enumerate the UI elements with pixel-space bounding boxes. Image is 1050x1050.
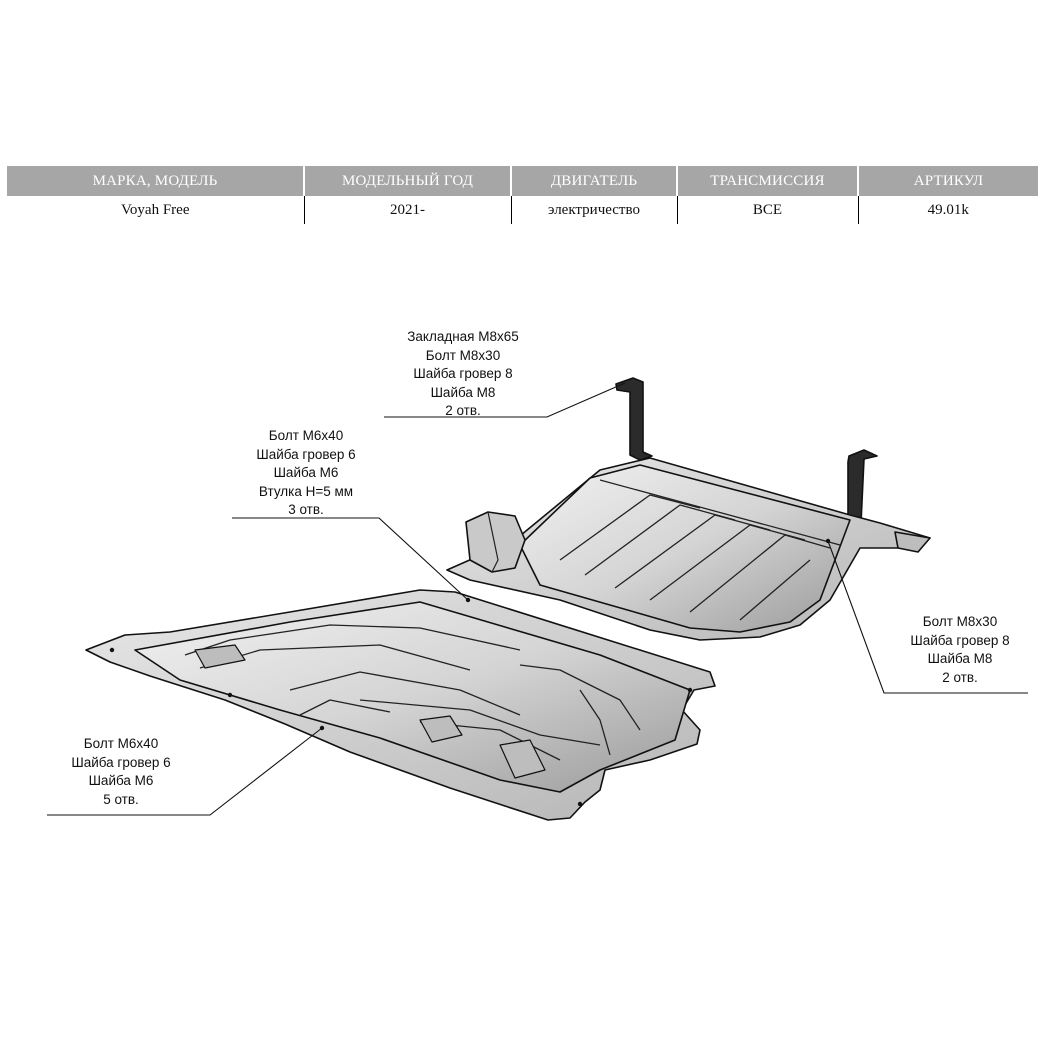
rear-plate-body bbox=[519, 464, 851, 633]
callout-right-line: Шайба гровер 8 bbox=[910, 632, 1010, 648]
spec-table-row: Voyah Free 2021- электричество ВСЕ 49.01… bbox=[7, 196, 1038, 224]
callout-right-line: Болт М8х30 bbox=[922, 614, 998, 629]
rear-bracket-left bbox=[615, 377, 653, 461]
callout-top-line: Закладная М8х65 bbox=[407, 329, 519, 344]
rear-bracket-right bbox=[847, 449, 878, 524]
header-model-year: МОДЕЛЬНЫЙ ГОД bbox=[304, 166, 512, 196]
header-article: АРТИКУЛ bbox=[858, 166, 1038, 196]
spec-table: МАРКА, МОДЕЛЬ МОДЕЛЬНЫЙ ГОД ДВИГАТЕЛЬ ТР… bbox=[7, 166, 1038, 224]
header-brand-model: МАРКА, МОДЕЛЬ bbox=[7, 166, 305, 196]
cell-model-year: 2021- bbox=[304, 196, 512, 224]
callout-leaders bbox=[47, 382, 1028, 816]
callout-middle-left: Болт М6х40 Шайба гровер 6 Шайба М6 Втулк… bbox=[226, 427, 386, 520]
callout-middle-left-line: Болт М6х40 bbox=[268, 428, 344, 443]
leader-bottom-left bbox=[47, 727, 323, 816]
callout-top-line: 2 отв. bbox=[445, 403, 481, 418]
callout-top-line: Шайба гровер 8 bbox=[413, 366, 513, 381]
callout-middle-left-line: Втулка Н=5 мм bbox=[258, 483, 354, 499]
callout-bottom-left-line: 5 отв. bbox=[103, 791, 139, 807]
callout-bottom-left-line: Шайба М6 bbox=[88, 773, 154, 788]
leader-right bbox=[827, 540, 1028, 694]
callout-top-line: Шайба М8 bbox=[430, 384, 496, 400]
callout-right: Болт М8х30 Шайба гровер 8 Шайба М8 2 отв… bbox=[880, 613, 1040, 687]
front-skid-plate bbox=[85, 538, 831, 821]
callout-bottom-left: Болт М6х40 Шайба гровер 6 Шайба М6 5 отв… bbox=[41, 735, 201, 809]
callout-middle-left-line: Шайба М6 bbox=[273, 465, 339, 480]
callout-middle-left-line: 3 отв. bbox=[288, 502, 324, 517]
callout-right-line: Шайба М8 bbox=[927, 651, 993, 666]
callout-middle-left-line: Шайба гровер 6 bbox=[256, 446, 356, 462]
rear-plate-block bbox=[465, 511, 526, 573]
rear-skid-plate bbox=[446, 377, 931, 641]
callout-top: Закладная М8х65 Болт М8х30 Шайба гровер … bbox=[383, 328, 543, 421]
cell-brand-model: Voyah Free bbox=[7, 196, 305, 224]
header-transmission: ТРАНСМИССИЯ bbox=[677, 166, 859, 196]
callout-top-line: Болт М8х30 bbox=[425, 347, 501, 363]
callout-bottom-left-line: Болт М6х40 bbox=[83, 736, 159, 751]
cell-engine: электричество bbox=[511, 196, 678, 224]
spec-table-header-row: МАРКА, МОДЕЛЬ МОДЕЛЬНЫЙ ГОД ДВИГАТЕЛЬ ТР… bbox=[7, 166, 1038, 196]
cell-article: 49.01k bbox=[927, 201, 969, 218]
header-engine: ДВИГАТЕЛЬ bbox=[511, 166, 678, 196]
leader-middle-left bbox=[232, 517, 469, 601]
cell-transmission: ВСЕ bbox=[677, 196, 859, 224]
callout-right-line: 2 отв. bbox=[942, 669, 978, 685]
callout-bottom-left-line: Шайба гровер 6 bbox=[71, 754, 171, 770]
leader-top bbox=[384, 382, 626, 418]
